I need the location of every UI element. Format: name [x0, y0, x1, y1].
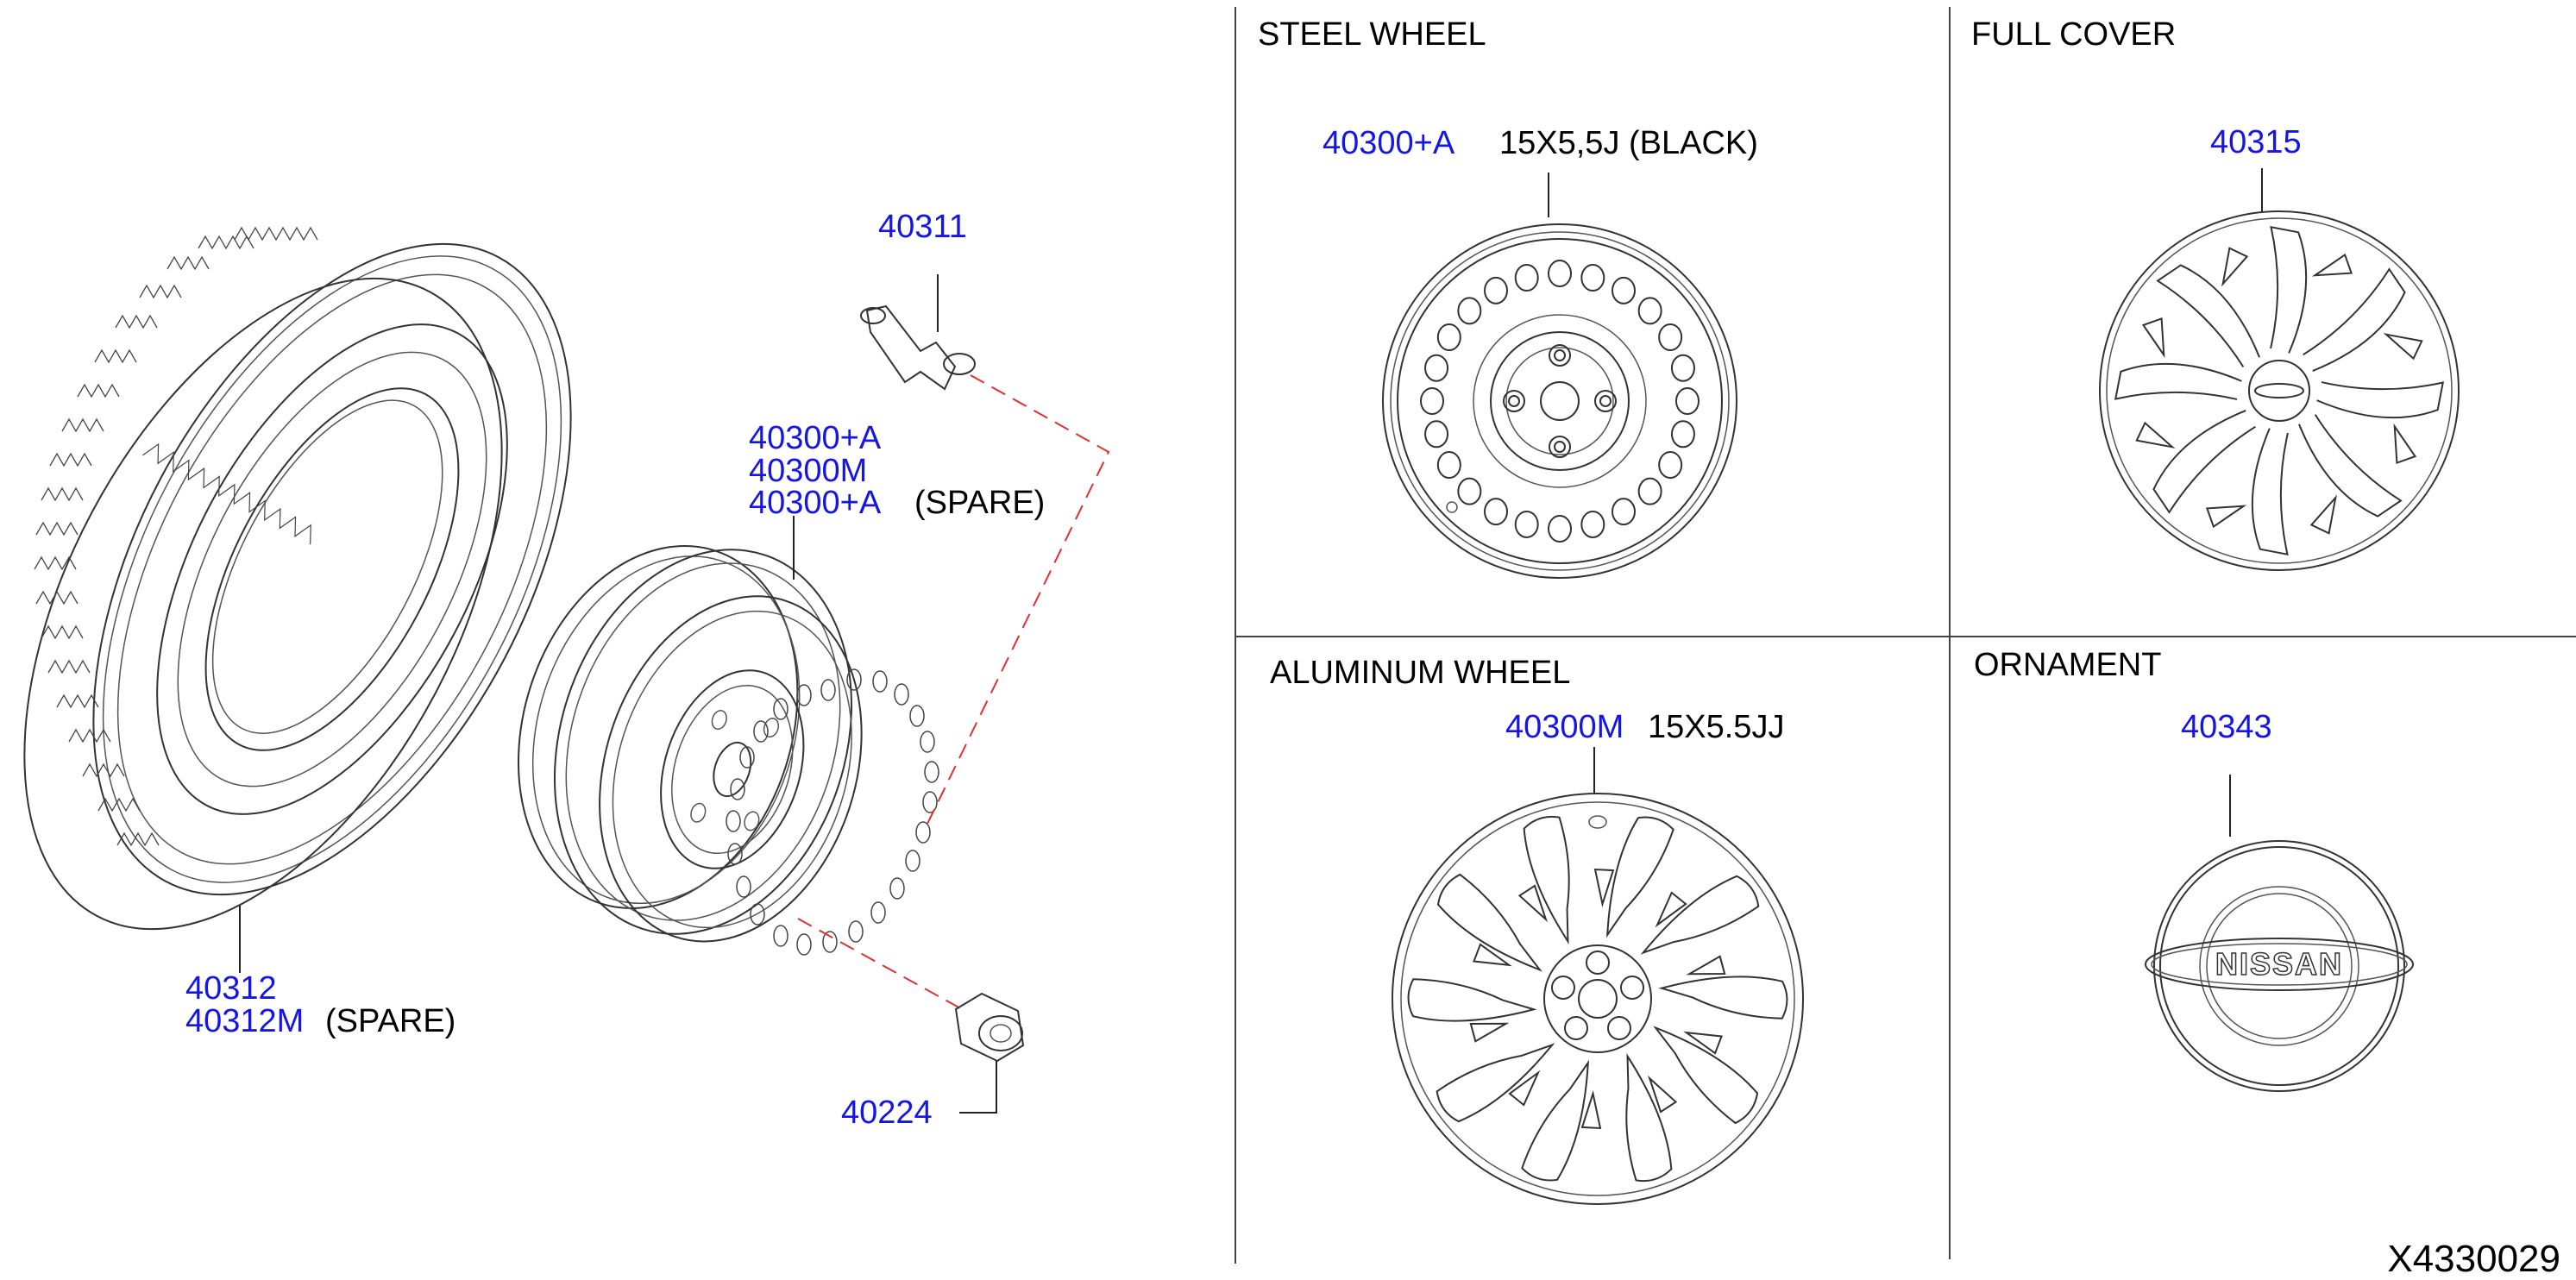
tire-spare-note: (SPARE)	[325, 1003, 456, 1039]
nut-dashed-leader	[797, 918, 963, 1010]
wheel-spare-note: (SPARE)	[914, 485, 1045, 521]
ornament-title: ORNAMENT	[1974, 647, 2161, 683]
steel-wheel-spec: 15X5,5J (BLACK)	[1499, 125, 1758, 161]
wheel-nut-drawing	[954, 992, 1025, 1063]
ornament-logo-text: NISSAN	[2215, 946, 2343, 982]
wheel-part-number-2: 40300M	[749, 453, 867, 489]
nut-part-number: 40224	[841, 1095, 933, 1131]
steel-wheel-title: STEEL WHEEL	[1258, 16, 1486, 53]
steel-wheel-part-number: 40300+A	[1323, 125, 1455, 161]
ornament-part-number: 40343	[2181, 709, 2272, 745]
diagram-id: X4330029	[2387, 1238, 2560, 1280]
tire-part-number: 40312	[185, 970, 277, 1007]
spare-tire-part-number: 40312M	[185, 1003, 304, 1039]
panel-dividers	[1235, 7, 2576, 1264]
full-cover-drawing	[2099, 210, 2460, 571]
full-cover-title: FULL COVER	[1971, 16, 2176, 53]
tire-drawing	[23, 226, 572, 931]
aluminum-wheel-title: ALUMINUM WHEEL	[1270, 655, 1570, 691]
steel-wheel-drawing	[1382, 223, 1737, 579]
full-cover-part-number: 40315	[2210, 124, 2302, 160]
wheel-part-number-1: 40300+A	[749, 420, 882, 456]
aluminum-wheel-drawing	[1392, 793, 1804, 1205]
nut-leader-line	[959, 1061, 997, 1114]
ornament-drawing	[2145, 840, 2414, 1092]
wheel-part-number-3: 40300+A	[749, 485, 882, 521]
exploded-wheel-drawing	[517, 544, 939, 956]
aluminum-wheel-spec: 15X5.5JJ	[1648, 709, 1784, 745]
valve-dashed-leader	[927, 374, 1110, 825]
aluminum-wheel-part-number: 40300M	[1505, 709, 1624, 745]
valve-part-number: 40311	[878, 209, 967, 245]
valve-stem-drawing	[860, 304, 976, 391]
